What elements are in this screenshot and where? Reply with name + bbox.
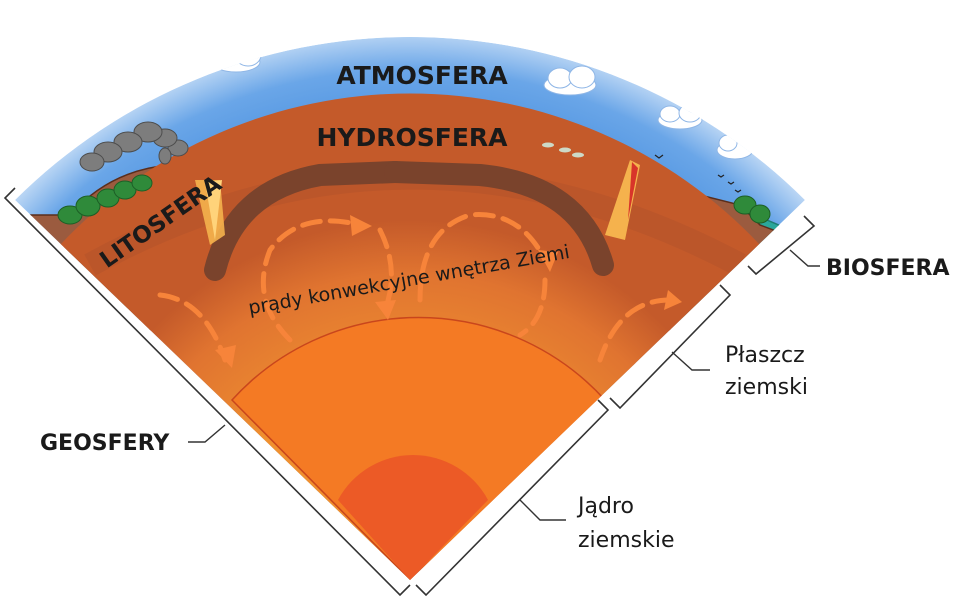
bracket-jadro bbox=[415, 399, 610, 597]
label-geosfery: GEOSFERY bbox=[40, 431, 170, 456]
label-biosfera: BIOSFERA bbox=[826, 256, 950, 281]
label-atmosfera: ATMOSFERA bbox=[336, 61, 508, 90]
leader-geosfery bbox=[188, 424, 226, 443]
convection-arrows bbox=[157, 212, 682, 368]
label-plaszcz-2: ziemski bbox=[725, 375, 808, 400]
label-jadro-2: ziemskie bbox=[578, 528, 674, 553]
bracket-biosfera bbox=[747, 215, 816, 276]
plate-left bbox=[204, 161, 406, 281]
birds-icon bbox=[654, 154, 742, 193]
trees-left-icon bbox=[57, 174, 153, 225]
smoke-icon bbox=[79, 121, 189, 172]
earth-interior bbox=[19, 93, 801, 580]
label-jadro-1: Jądro bbox=[576, 494, 634, 519]
inner-core bbox=[338, 455, 488, 580]
plate-right bbox=[384, 161, 614, 276]
bracket-plaszcz bbox=[609, 284, 732, 410]
volcano-left-icon bbox=[195, 180, 225, 245]
outer-core bbox=[230, 316, 607, 580]
label-hydrosfera: HYDROSFERA bbox=[316, 123, 508, 152]
trees-right-icon bbox=[733, 195, 771, 224]
bracket-geosfery bbox=[3, 187, 411, 597]
label-plaszcz-1: Płaszcz bbox=[725, 343, 805, 368]
leader-biosfera bbox=[789, 249, 820, 267]
leader-plaszcz bbox=[671, 351, 710, 371]
volcano-right-icon bbox=[605, 160, 640, 240]
leader-jadro bbox=[519, 499, 566, 521]
fish-icon bbox=[542, 142, 584, 158]
